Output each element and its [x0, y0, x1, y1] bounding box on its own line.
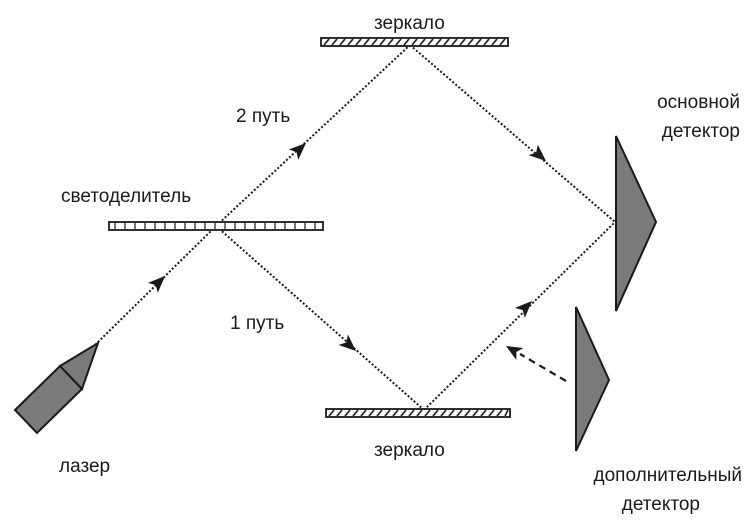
- mirror-hatch-line: [344, 409, 351, 417]
- label-laser: лазер: [59, 456, 110, 477]
- main-detector: [615, 135, 658, 312]
- additional-detector: [575, 306, 611, 452]
- mirror-hatch-line: [480, 409, 487, 417]
- mirror-hatch-line: [419, 38, 426, 46]
- mirror-hatch-line: [432, 409, 439, 417]
- mirror-hatch-line: [360, 409, 367, 417]
- mirror-hatch-line: [467, 38, 474, 46]
- mirror-hatch-line: [416, 409, 423, 417]
- mirror-hatch-line: [448, 409, 455, 417]
- mirror-hatch-line: [459, 38, 466, 46]
- mirror-hatch-line: [499, 38, 506, 46]
- bottom-mirror: [325, 408, 511, 418]
- label-path1: 1 путь: [230, 313, 284, 334]
- beamsplitter: [108, 221, 324, 231]
- label-mirror-bottom: зеркало: [374, 440, 445, 461]
- mirror-hatch-line: [371, 38, 378, 46]
- dashed-arrow: [506, 346, 567, 382]
- label-mirror-top: зеркало: [374, 13, 445, 34]
- label-main-detector-line1: основной: [657, 92, 740, 113]
- mirror-hatch-line: [363, 38, 370, 46]
- arrowhead-top-to-detector: [528, 144, 546, 161]
- arrowhead-path2: [288, 143, 306, 160]
- mirror-hatch-line: [440, 409, 447, 417]
- label-main-detector-line2: детектор: [662, 121, 740, 142]
- mirror-hatch-line: [323, 38, 330, 46]
- arrowhead-bottom-to-detector: [514, 301, 532, 318]
- mirror-hatch-line: [424, 409, 431, 417]
- beam-laser-to-splitter: [94, 225, 217, 346]
- top-mirror: [320, 37, 509, 47]
- mirror-hatch-line: [400, 409, 407, 417]
- mirror-hatch-line: [491, 38, 498, 46]
- label-beamsplitter: светоделитель: [61, 186, 191, 207]
- mirror-hatch-line: [387, 38, 394, 46]
- mirror-hatch-line: [483, 38, 490, 46]
- mirror-hatch-line: [435, 38, 442, 46]
- mirror-hatch-line: [496, 409, 503, 417]
- beam-arrowheads: [147, 143, 546, 351]
- mirror-hatch-line: [347, 38, 354, 46]
- mirror-hatch-line: [355, 38, 362, 46]
- mirror-hatch-line: [411, 38, 418, 46]
- mirror-hatch-line: [427, 38, 434, 46]
- mirror-hatch-line: [472, 409, 479, 417]
- mirror-hatch-line: [379, 38, 386, 46]
- laser-nozzle: [58, 340, 100, 391]
- mirror-hatch-line: [504, 409, 509, 417]
- mirror-hatch-line: [376, 409, 383, 417]
- mirror-hatch-line: [331, 38, 338, 46]
- beam-bottom-mirror-to-detector: [423, 221, 616, 411]
- mirror-hatch-line: [328, 409, 335, 417]
- beam-top-mirror-to-detector: [409, 44, 616, 223]
- beam-path2-up: [215, 44, 411, 227]
- mirror-hatch-line: [368, 409, 375, 417]
- mirror-hatch-line: [488, 409, 495, 417]
- label-path2: 2 путь: [236, 106, 290, 127]
- mirror-hatch-line: [475, 38, 482, 46]
- arrowhead-path1: [338, 334, 356, 351]
- mirror-hatch-line: [464, 409, 471, 417]
- mirror-hatch-line: [352, 409, 359, 417]
- mirror-hatch-line: [408, 409, 415, 417]
- mirror-hatch-line: [443, 38, 450, 46]
- mirror-hatch-line: [336, 409, 343, 417]
- mirror-hatch-line: [384, 409, 391, 417]
- laser: [13, 340, 100, 435]
- beam-paths: [94, 44, 616, 411]
- mirror-hatch-line: [451, 38, 458, 46]
- mirror-hatch-line: [456, 409, 463, 417]
- label-extra-detector-line1: дополнительный: [594, 465, 742, 486]
- arrowhead-dashed: [506, 346, 524, 361]
- mirror-hatch-line: [392, 409, 399, 417]
- mirror-hatch-line: [403, 38, 410, 46]
- arrowhead-laser-beam: [147, 276, 165, 293]
- label-extra-detector-line2: детектор: [622, 494, 700, 515]
- mirror-hatch-line: [339, 38, 346, 46]
- mirror-hatch-line: [395, 38, 402, 46]
